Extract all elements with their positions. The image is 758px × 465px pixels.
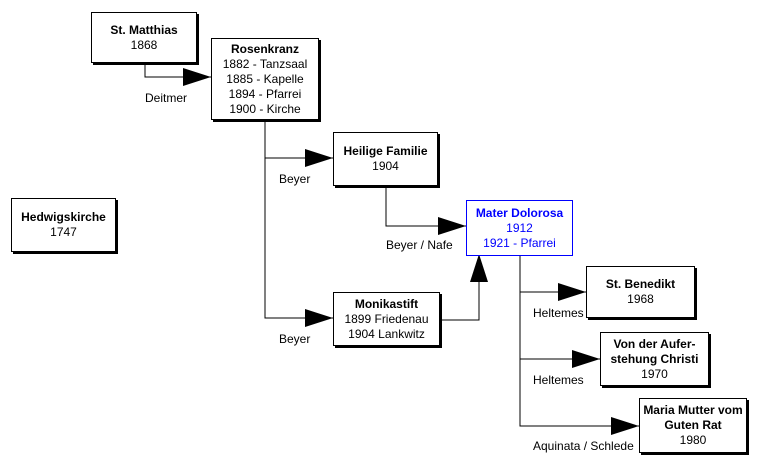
node-title: Hedwigskirche [21, 210, 106, 224]
node-title: stehung Christi [610, 351, 699, 366]
edge-rosenkranz-heilige-familie [264, 120, 333, 167]
node-year: 1904 [372, 159, 399, 173]
edge-rosenkranz-monikastift [264, 158, 333, 327]
node-line: 1885 - Kapelle [226, 71, 304, 86]
node-mater-dolorosa[interactable]: Mater Dolorosa 1912 1921 - Pfarrei [466, 200, 573, 256]
node-monikastift[interactable]: Monikastift 1899 Friedenau 1904 Lankwitz [333, 292, 440, 346]
node-year: 1970 [641, 366, 668, 381]
node-line: 1894 - Pfarrei [228, 86, 302, 101]
node-year: 1980 [679, 433, 707, 447]
node-rosenkranz[interactable]: Rosenkranz 1882 - Tanzsaal 1885 - Kapell… [211, 38, 319, 120]
node-line: 1899 Friedenau [344, 311, 429, 326]
node-title: Rosenkranz [230, 41, 300, 56]
node-line: 1912 [506, 220, 533, 235]
node-auferstehung[interactable]: Von der Aufer- stehung Christi 1970 [600, 332, 709, 386]
edge-label-beyer: Beyer [279, 172, 311, 186]
edge-monikastift-mater-dolorosa [440, 254, 488, 321]
edge-heilige-familie-mater-dolorosa [385, 186, 466, 235]
edge-label-deitmer: Deitmer [145, 91, 188, 105]
node-hedwigskirche[interactable]: Hedwigskirche 1747 [11, 198, 116, 252]
node-title: St. Benedikt [605, 277, 676, 291]
node-year: 1747 [50, 225, 77, 239]
node-title: Mater Dolorosa [475, 205, 564, 220]
edge-mater-dolorosa-st-benedikt [519, 256, 586, 301]
node-st-matthias[interactable]: St. Matthias 1868 [91, 12, 197, 63]
node-title: Guten Rat [664, 418, 722, 432]
node-line: 1921 - Pfarrei [483, 235, 556, 250]
edge-matthias-rosenkranz [144, 63, 211, 86]
edge-label-beyer: Beyer [279, 332, 311, 346]
node-line: 1900 - Kirche [229, 101, 301, 116]
node-line: 1882 - Tanzsaal [222, 56, 308, 71]
node-st-benedikt[interactable]: St. Benedikt 1968 [586, 266, 695, 318]
edge-label-aquinata-schlede: Aquinata / Schlede [533, 439, 634, 453]
node-title: St. Matthias [110, 22, 178, 37]
node-line: 1904 Lankwitz [348, 326, 425, 341]
edge-label-beyer-nafe: Beyer / Nafe [386, 238, 453, 252]
edge-label-heltemes: Heltemes [533, 373, 584, 387]
node-year: 1868 [130, 37, 158, 52]
edge-label-heltemes: Heltemes [533, 306, 584, 320]
node-title: Maria Mutter vom [643, 403, 743, 417]
node-year: 1968 [627, 292, 654, 306]
node-title: Monikastift [354, 296, 419, 311]
node-maria-mutter[interactable]: Maria Mutter vom Guten Rat 1980 [639, 398, 747, 453]
edge-mater-dolorosa-maria-mutter [519, 359, 639, 435]
node-title: Heilige Familie [343, 144, 428, 158]
node-heilige-familie[interactable]: Heilige Familie 1904 [333, 132, 438, 186]
node-title: Von der Aufer- [613, 336, 696, 351]
